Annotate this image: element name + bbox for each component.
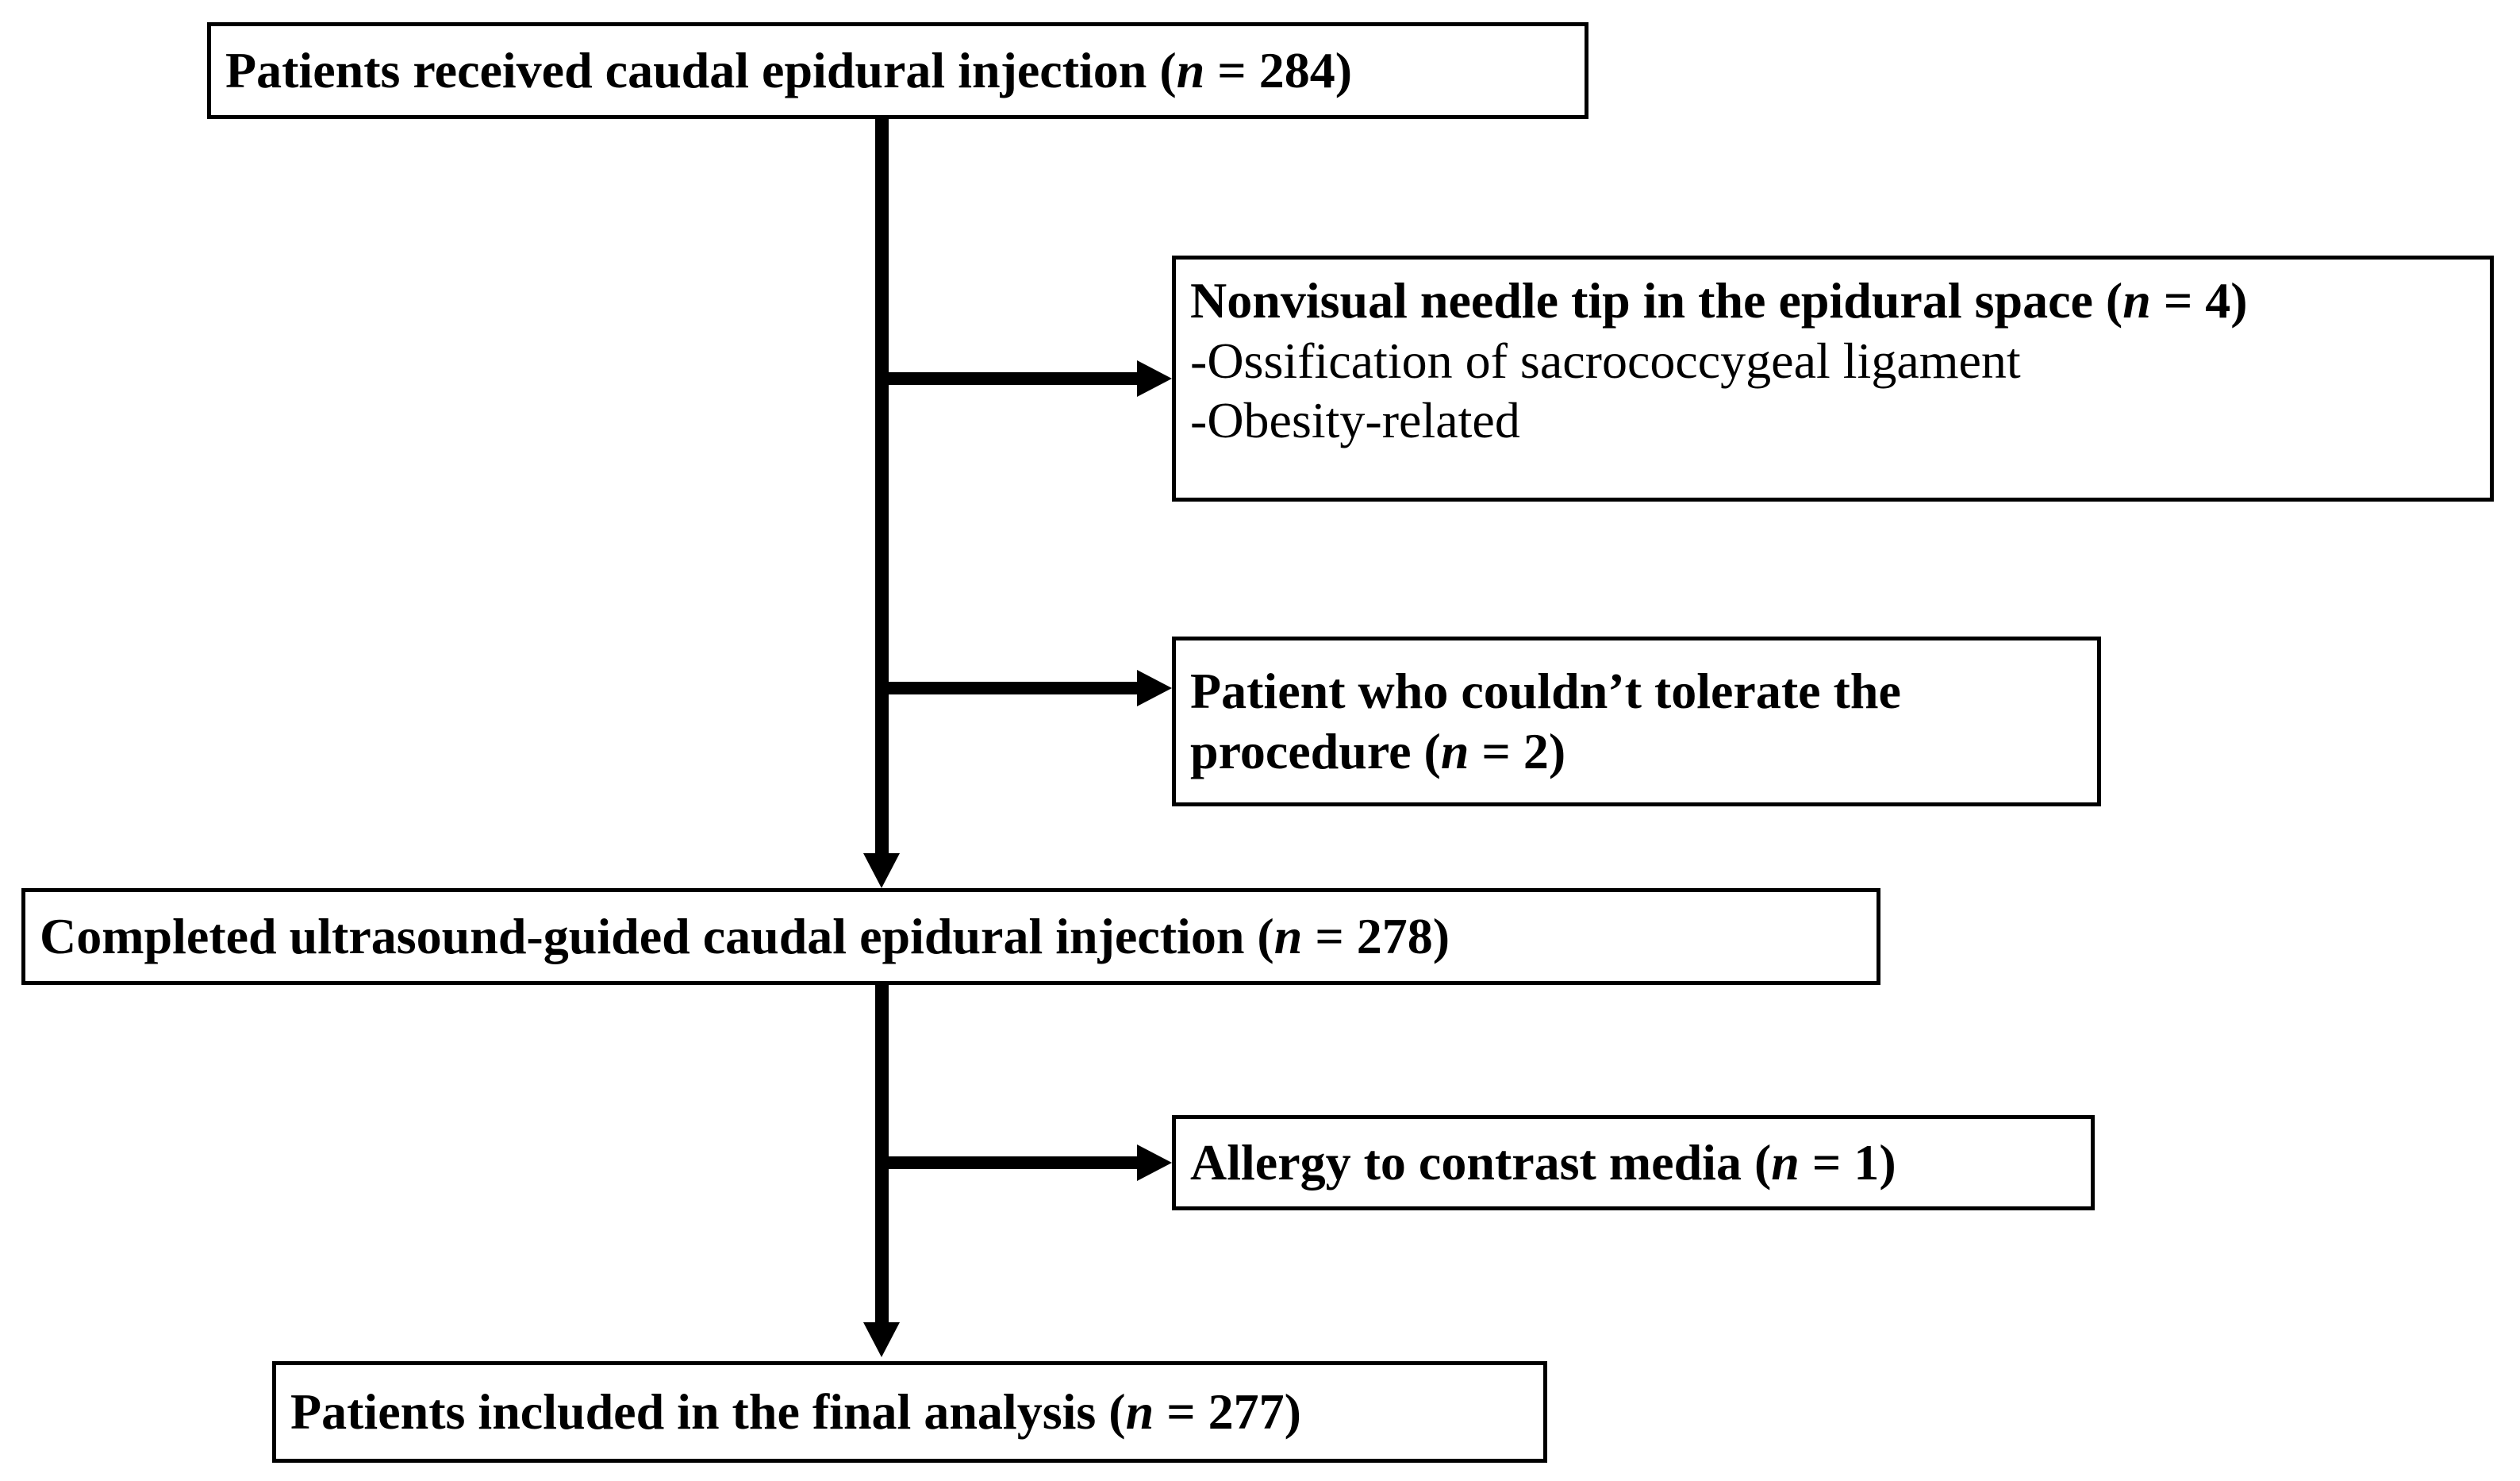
box-intolerant-line-2: procedure (n = 2): [1190, 723, 1566, 779]
box-patients-enrolled: Patients received caudal epidural inject…: [207, 22, 1588, 119]
box-allergy-contrast-media: Allergy to contrast media (n = 1): [1172, 1115, 2095, 1210]
arrowhead-right-to-intolerant: [1137, 670, 1172, 706]
connector-enrolled-to-completed-stem: [875, 119, 889, 857]
box-allergy-text: Allergy to contrast media (n = 1): [1190, 1134, 1896, 1191]
box-enrolled-text: Patients received caudal epidural inject…: [225, 42, 1353, 99]
connector-completed-to-final-stem: [875, 985, 889, 1326]
connector-enrolled-to-intolerant: [881, 682, 1143, 694]
box-nonvisual-bullet-2: -Obesity-related: [1190, 392, 1520, 449]
arrowhead-down-to-final: [863, 1322, 900, 1357]
box-completed-injection: Completed ultrasound-guided caudal epidu…: [21, 888, 1880, 985]
connector-enrolled-to-nonvisual: [881, 372, 1143, 385]
box-intolerant-line-1: Patient who couldn’t tolerate the: [1190, 663, 1901, 720]
connector-completed-to-allergy: [881, 1156, 1143, 1169]
box-final-analysis: Patients included in the final analysis …: [272, 1361, 1547, 1463]
box-intolerant-patient: Patient who couldn’t tolerate the proced…: [1172, 637, 2101, 806]
arrowhead-right-to-allergy: [1137, 1144, 1172, 1181]
arrowhead-right-to-nonvisual: [1137, 360, 1172, 397]
arrowhead-down-to-completed: [863, 853, 900, 888]
box-nonvisual-heading: Nonvisual needle tip in the epidural spa…: [1190, 272, 2248, 329]
box-nonvisual-bullet-1: -Ossification of sacrococcygeal ligament: [1190, 332, 2021, 389]
box-final-text: Patients included in the final analysis …: [290, 1383, 1301, 1441]
box-nonvisual-needle-tip: Nonvisual needle tip in the epidural spa…: [1172, 256, 2494, 502]
box-completed-text: Completed ultrasound-guided caudal epidu…: [40, 908, 1450, 965]
